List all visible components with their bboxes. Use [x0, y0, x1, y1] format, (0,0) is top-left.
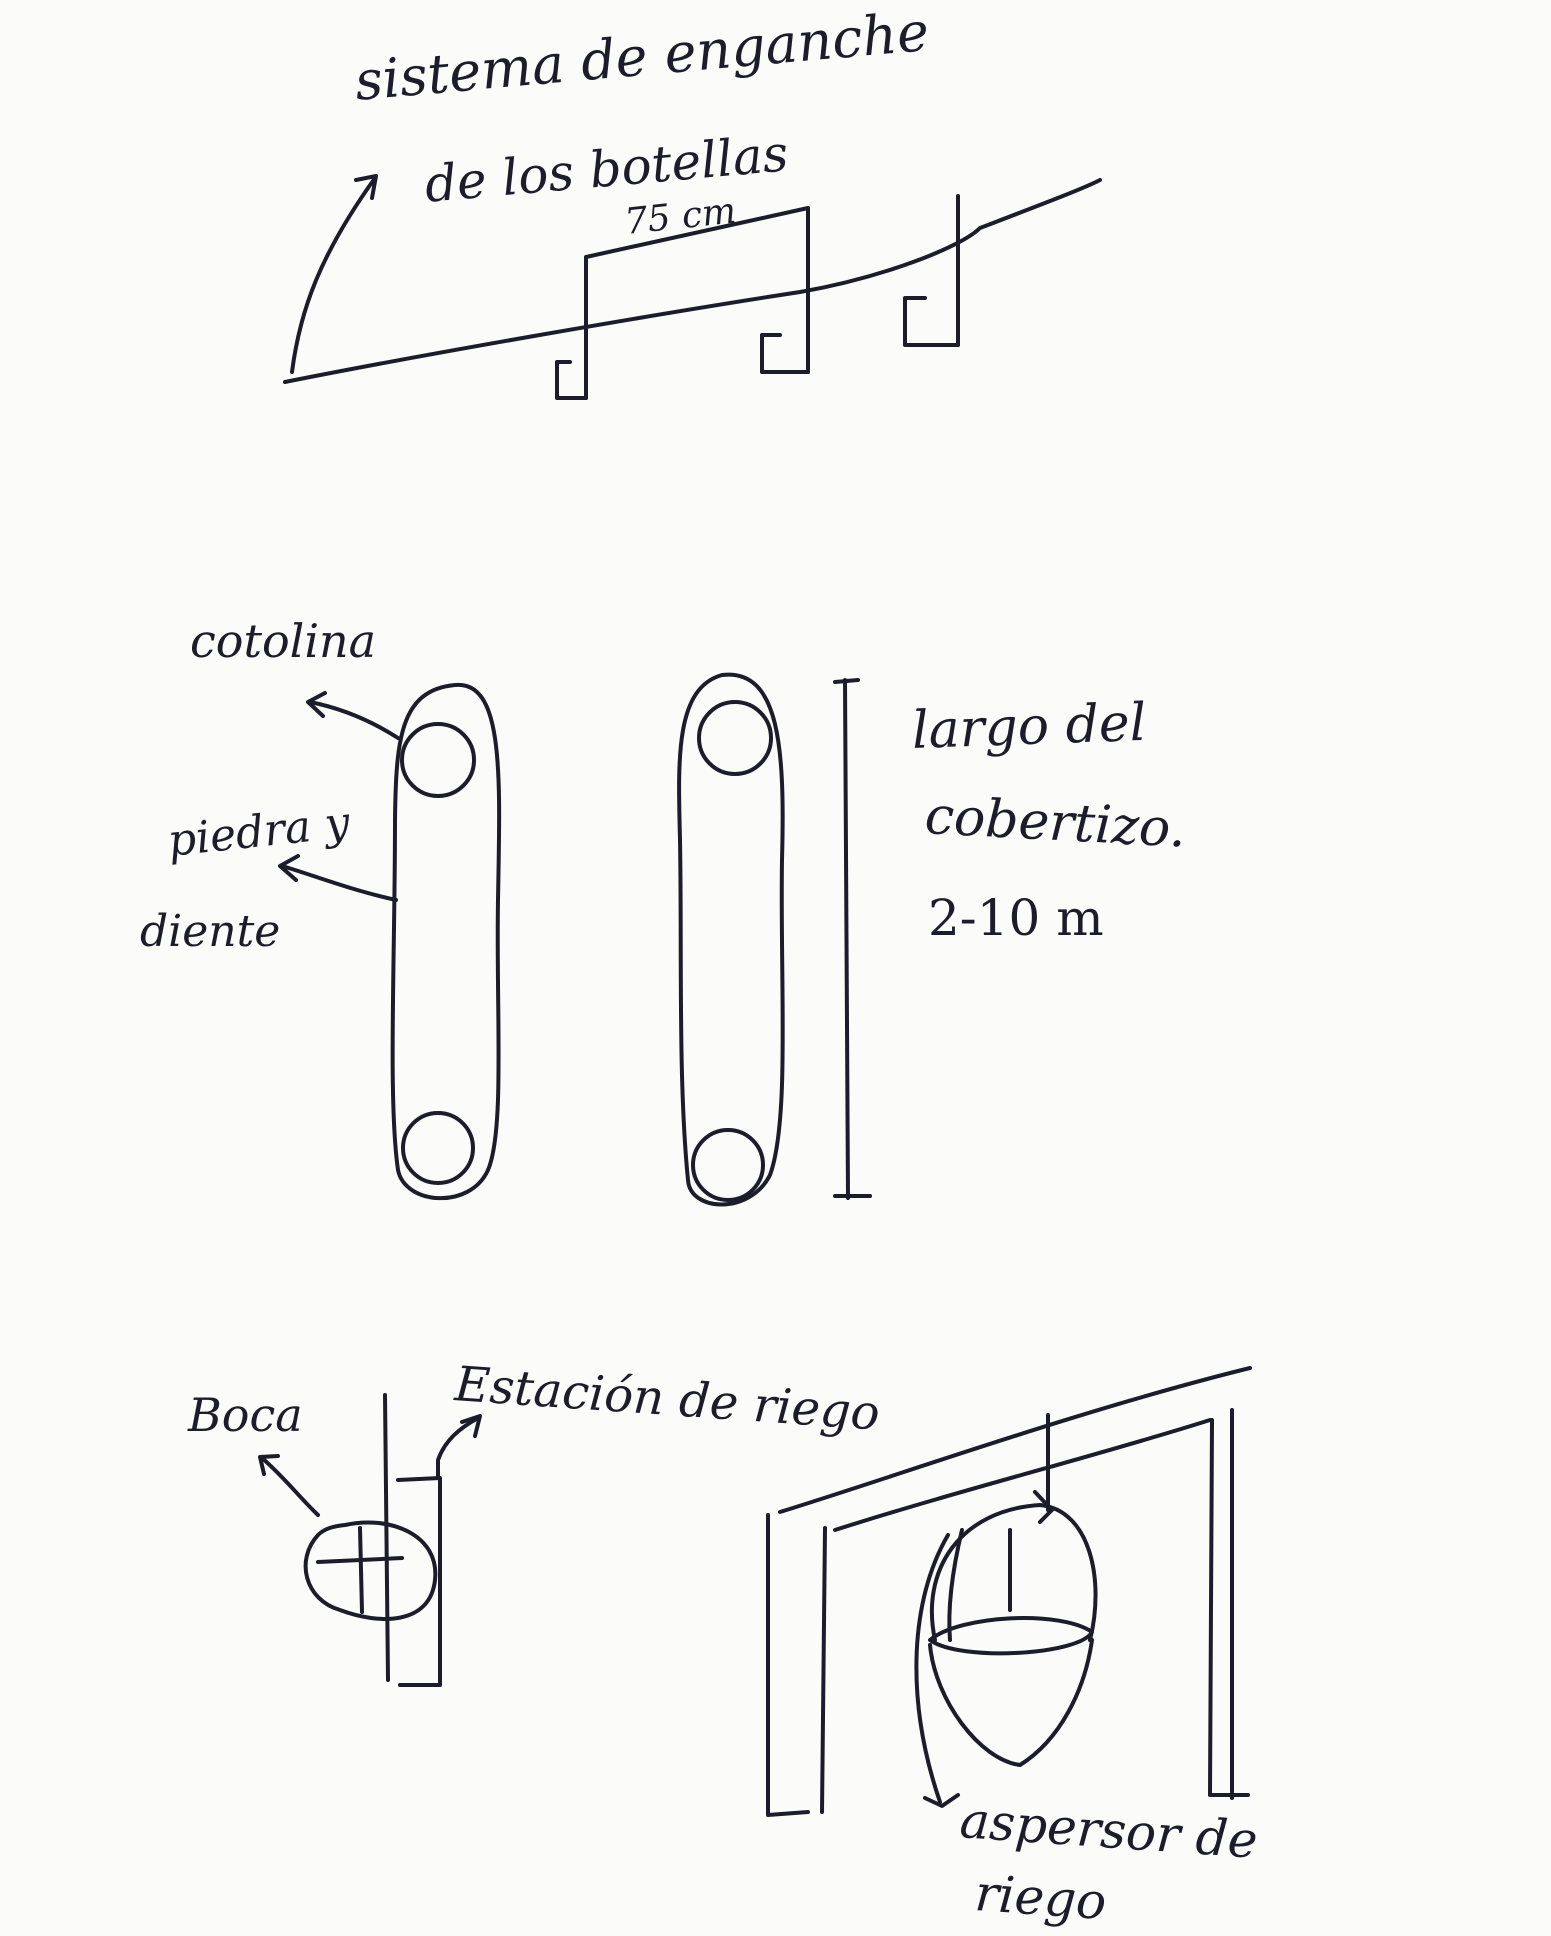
frame-right-post-outer: [1210, 1420, 1248, 1795]
largo-label-line-1: largo del: [911, 697, 1147, 757]
bowl-cross-vertical: [360, 1528, 362, 1612]
piedra-label-line-2: diente: [140, 910, 280, 954]
bowl-outline: [306, 1522, 436, 1618]
belt-right-drawing: [679, 675, 870, 1205]
hook-3-end: [905, 298, 958, 345]
station-post-left: [385, 1395, 388, 1680]
largo-label-line-2: cobertizo.: [924, 790, 1188, 856]
boca-pointer: [262, 1458, 318, 1515]
cotolina-label: cotolina: [190, 618, 376, 664]
length-dimension-line: [845, 680, 848, 1198]
piedra-pointer: [282, 866, 396, 900]
roller-bottom-right: [693, 1130, 763, 1200]
hook-1-end: [557, 362, 586, 398]
station-pointer: [438, 1418, 478, 1478]
length-dimension-top-tick: [835, 680, 858, 682]
belt-left-outline: [393, 685, 500, 1198]
aspersor-pointer: [916, 1535, 948, 1802]
hook-2-end: [762, 335, 808, 372]
sprinkler-bowl-rim: [930, 1618, 1092, 1653]
bowl-cross-horizontal: [318, 1558, 402, 1562]
sprinkler-bowl: [930, 1640, 1092, 1765]
frame-left-post-outer: [768, 1515, 808, 1815]
title-arrow: [292, 178, 375, 372]
frame-left-post-inner: [822, 1528, 825, 1812]
boca-label: Boca: [188, 1392, 303, 1438]
roller-bottom-left: [403, 1113, 473, 1183]
largo-range-label: 2-10 m: [928, 893, 1104, 943]
cotolina-pointer: [310, 702, 398, 738]
belt-left-drawing: [280, 685, 499, 1198]
aspersor-label-line-2: riego: [973, 1868, 1108, 1927]
roller-top-right: [699, 702, 771, 774]
roller-top-left: [402, 724, 474, 796]
